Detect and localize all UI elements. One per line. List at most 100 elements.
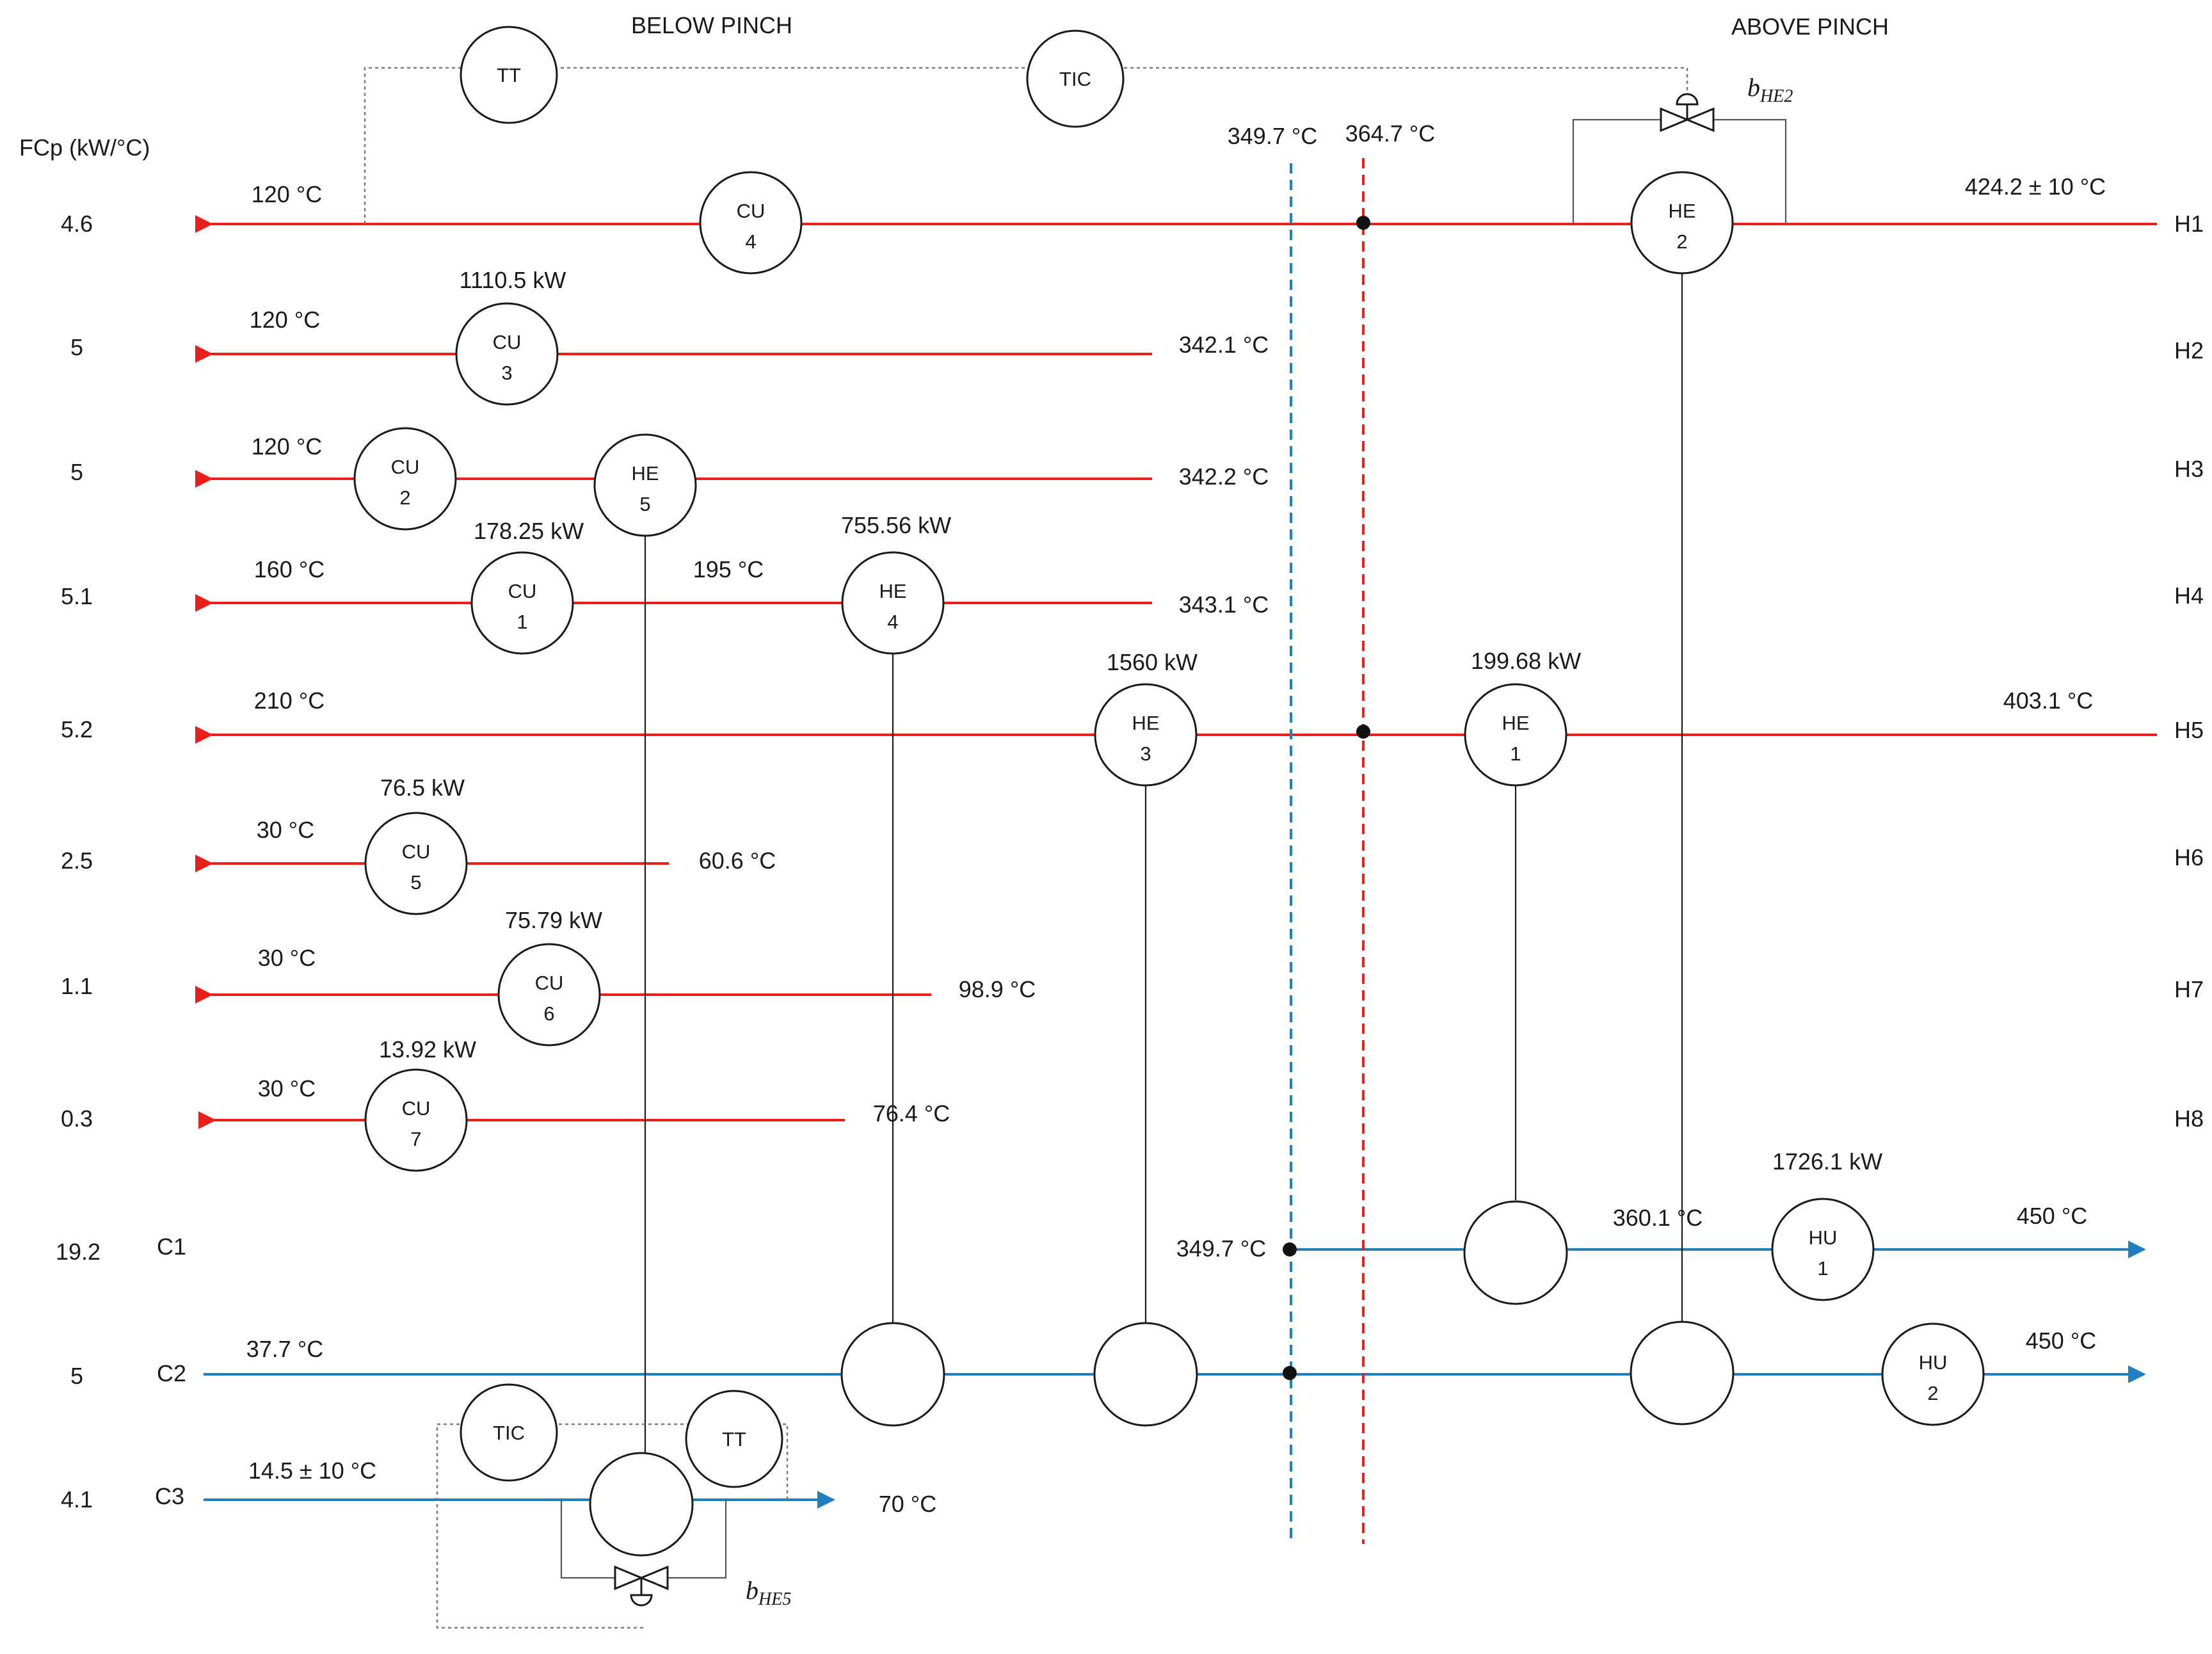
cu-2-unit[interactable]: CU 2 bbox=[353, 427, 457, 531]
fcp-h2: 5 bbox=[70, 334, 83, 360]
he-5-duty: 178.25 kW bbox=[474, 518, 584, 544]
he-5-unit[interactable]: HE 5 bbox=[593, 433, 697, 537]
cu-1-unit[interactable]: CU 1 bbox=[470, 551, 574, 655]
svg-text:4: 4 bbox=[887, 611, 898, 633]
pinch-point-h5 bbox=[1356, 725, 1370, 739]
target-temp-h5: 210 °C bbox=[254, 687, 325, 714]
target-temp-h4: 160 °C bbox=[254, 556, 325, 582]
svg-text:CU: CU bbox=[737, 200, 765, 222]
pinch-point-c2 bbox=[1283, 1366, 1297, 1380]
svg-text:7: 7 bbox=[410, 1128, 421, 1150]
fcp-h1: 4.6 bbox=[61, 211, 93, 237]
cu-6-duty: 75.79 kW bbox=[505, 907, 602, 933]
he-1-unit[interactable]: HE 1 bbox=[1464, 683, 1567, 787]
he-1-cold-side[interactable] bbox=[1463, 1200, 1568, 1305]
svg-text:2: 2 bbox=[399, 486, 410, 509]
tic-controller-he2: TIC bbox=[1026, 29, 1125, 128]
mid-temp-h4: 195 °C bbox=[693, 556, 764, 582]
svg-text:1: 1 bbox=[517, 611, 527, 633]
target-temp-h7: 30 °C bbox=[258, 945, 316, 971]
hu-2-unit[interactable]: HU 2 bbox=[1881, 1322, 1985, 1426]
svg-text:2: 2 bbox=[1676, 230, 1687, 253]
target-temp-h6: 30 °C bbox=[257, 817, 314, 843]
cu-7-unit[interactable]: CU 7 bbox=[364, 1068, 468, 1172]
above-pinch-label: ABOVE PINCH bbox=[1731, 13, 1889, 40]
svg-text:CU: CU bbox=[402, 1097, 431, 1120]
supply-temp-h7: 98.9 °C bbox=[959, 976, 1036, 1002]
svg-text:3: 3 bbox=[501, 362, 512, 384]
stream-id-h8: H8 bbox=[2174, 1105, 2204, 1132]
hu-1-unit[interactable]: HU 1 bbox=[1771, 1198, 1875, 1301]
svg-text:HE: HE bbox=[1668, 200, 1695, 222]
svg-text:5: 5 bbox=[410, 871, 421, 894]
fcp-header: FCp (kW/°C) bbox=[19, 134, 150, 161]
target-temp-h2: 120 °C bbox=[250, 307, 320, 333]
svg-text:TT: TT bbox=[497, 64, 521, 86]
svg-text:4: 4 bbox=[745, 230, 756, 253]
svg-text:TIC: TIC bbox=[493, 1422, 525, 1444]
he-3-cold-side[interactable] bbox=[1093, 1322, 1198, 1427]
stream-id-h2: H2 bbox=[2174, 337, 2204, 364]
target-temp-h1: 120 °C bbox=[252, 181, 322, 207]
fcp-c1: 19.2 bbox=[56, 1239, 100, 1265]
svg-text:HE: HE bbox=[631, 462, 659, 485]
cu-3-duty: 1110.5 kW bbox=[460, 267, 566, 293]
target-temp-h3: 120 °C bbox=[252, 433, 322, 460]
svg-text:HE: HE bbox=[1132, 712, 1159, 734]
supply-temp-h4: 343.1 °C bbox=[1179, 591, 1269, 618]
svg-text:CU: CU bbox=[391, 456, 420, 478]
supply-temp-c3: 14.5 ± 10 °C bbox=[248, 1457, 376, 1484]
he-2-cold-side[interactable] bbox=[1630, 1321, 1735, 1425]
bypass-valve-he2[interactable] bbox=[1660, 93, 1715, 132]
supply-temp-h2: 342.1 °C bbox=[1179, 332, 1269, 358]
cold-pinch-temp: 349.7 °C bbox=[1228, 123, 1317, 149]
he-3-unit[interactable]: HE 3 bbox=[1094, 683, 1198, 787]
svg-text:HU: HU bbox=[1919, 1351, 1948, 1374]
fcp-h7: 1.1 bbox=[61, 973, 93, 999]
he-4-cold-side[interactable] bbox=[840, 1322, 945, 1427]
cu-3-unit[interactable]: CU 3 bbox=[455, 302, 559, 406]
cu-7-duty: 13.92 kW bbox=[379, 1036, 476, 1063]
svg-text:HE: HE bbox=[1502, 712, 1529, 734]
he-4-unit[interactable]: HE 4 bbox=[841, 551, 945, 655]
stream-id-h7: H7 bbox=[2174, 976, 2204, 1002]
svg-text:HU: HU bbox=[1809, 1226, 1838, 1249]
svg-text:2: 2 bbox=[1927, 1382, 1938, 1404]
tic-controller-he5: TIC bbox=[460, 1383, 558, 1482]
svg-text:TIC: TIC bbox=[1059, 68, 1091, 90]
stream-id-h5: H5 bbox=[2174, 717, 2204, 743]
stream-id-h1: H1 bbox=[2174, 211, 2204, 237]
supply-temp-h1: 424.2 ± 10 °C bbox=[1965, 173, 2106, 200]
fcp-h8: 0.3 bbox=[61, 1105, 93, 1132]
supply-temp-h8: 76.4 °C bbox=[873, 1100, 950, 1127]
he-5-cold-side[interactable] bbox=[589, 1452, 694, 1557]
target-temp-c3: 70 °C bbox=[879, 1491, 936, 1517]
svg-text:1: 1 bbox=[1510, 743, 1521, 765]
pinch-point-h1 bbox=[1356, 216, 1370, 230]
svg-text:HE: HE bbox=[879, 580, 906, 602]
fcp-h3: 5 bbox=[70, 459, 83, 485]
cu-6-unit[interactable]: CU 6 bbox=[497, 943, 601, 1047]
control-loop-he5 bbox=[436, 1423, 789, 1629]
he-2-unit[interactable]: HE 2 bbox=[1630, 171, 1734, 275]
tt-controller-he5: TT bbox=[685, 1390, 783, 1488]
cu-5-unit[interactable]: CU 5 bbox=[364, 812, 468, 915]
fcp-h5: 5.2 bbox=[61, 716, 93, 743]
fcp-c2: 5 bbox=[70, 1363, 83, 1389]
svg-text:CU: CU bbox=[508, 580, 537, 602]
supply-temp-h5: 403.1 °C bbox=[2003, 687, 2093, 714]
bypass-valve-he5[interactable] bbox=[614, 1565, 669, 1607]
svg-text:CU: CU bbox=[402, 840, 431, 863]
cu-4-unit[interactable]: CU 4 bbox=[699, 171, 803, 275]
stream-id-h3: H3 bbox=[2174, 456, 2204, 482]
supply-temp-h6: 60.6 °C bbox=[699, 847, 776, 874]
hu-1-duty: 1726.1 kW bbox=[1772, 1148, 1882, 1175]
bypass-label-he5: bHE5 bbox=[746, 1576, 791, 1609]
target-temp-c1: 450 °C bbox=[2017, 1203, 2087, 1229]
tt-controller-he2: TT bbox=[460, 26, 558, 124]
svg-text:5: 5 bbox=[639, 493, 650, 515]
target-temp-c2: 450 °C bbox=[2026, 1328, 2096, 1354]
cu-5-duty: 76.5 kW bbox=[380, 775, 465, 801]
svg-text:1: 1 bbox=[1817, 1257, 1828, 1280]
fcp-h6: 2.5 bbox=[61, 847, 93, 874]
